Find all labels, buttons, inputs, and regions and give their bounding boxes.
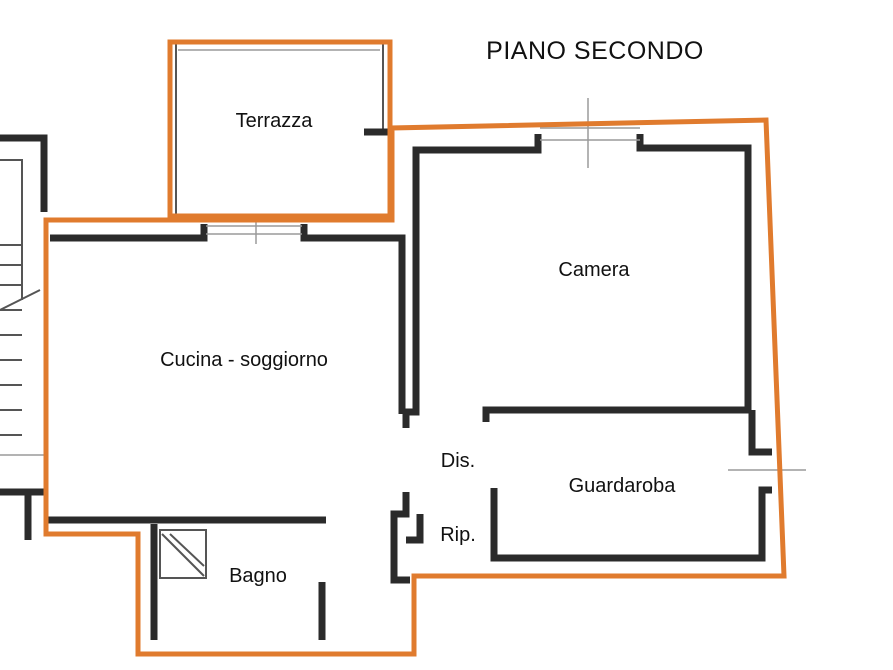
staircase [0, 134, 48, 496]
cucina-walls [24, 220, 406, 540]
room-label-rip: Rip. [440, 524, 476, 546]
room-label-guardaroba: Guardaroba [569, 475, 677, 497]
apartment-outline [43, 117, 787, 657]
camera-walls [402, 98, 752, 428]
page-title: PIANO SECONDO [486, 37, 704, 65]
terrazza-walls [175, 44, 392, 218]
room-label-cucina-soggiorno: Cucina - soggiorno [160, 349, 328, 371]
room-label-camera: Camera [558, 259, 630, 281]
room-label-bagno: Bagno [229, 565, 287, 587]
room-label-dis: Dis. [441, 450, 475, 472]
service-walls [150, 410, 806, 640]
room-label-terrazza: Terrazza [236, 110, 314, 132]
